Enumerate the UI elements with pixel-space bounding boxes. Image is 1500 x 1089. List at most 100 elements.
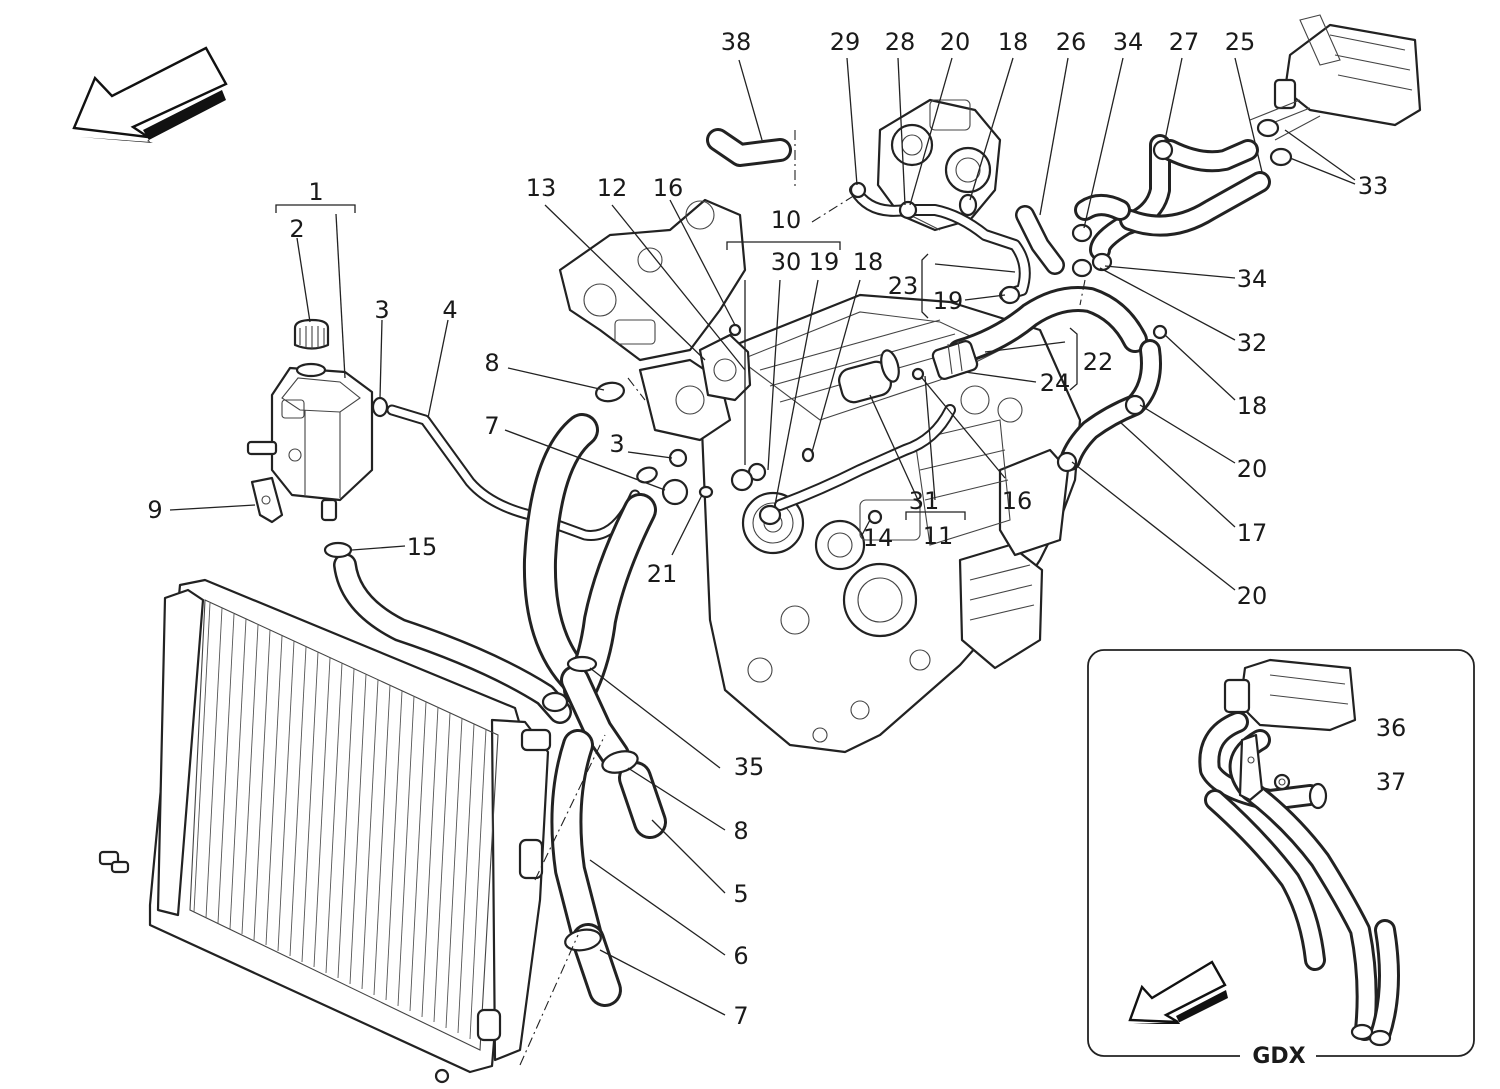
callout-18-right: 18 bbox=[1237, 392, 1268, 420]
hose-clamps bbox=[323, 118, 1293, 952]
clamp-8-upper bbox=[595, 381, 625, 403]
assembly-centerlines bbox=[519, 130, 1086, 1066]
clamp-27 bbox=[1152, 139, 1174, 161]
gdx-inset-title: GDX bbox=[1252, 1044, 1305, 1069]
engine-block bbox=[698, 293, 1082, 754]
hose-35 bbox=[560, 493, 657, 770]
bolt-16-left bbox=[728, 323, 742, 337]
expansion-tank bbox=[246, 366, 374, 522]
callout-20-bottom: 20 bbox=[1237, 582, 1268, 610]
callout-8-lower: 8 bbox=[733, 817, 748, 845]
thermostat-housing bbox=[698, 333, 752, 402]
callout-11: 11 bbox=[923, 522, 954, 550]
callout-8-upper: 8 bbox=[484, 349, 499, 377]
hose-22 bbox=[947, 286, 1148, 365]
gdx-hose-outlet bbox=[1308, 782, 1328, 810]
callout-1: 1 bbox=[308, 178, 323, 206]
clamp-13 bbox=[730, 468, 754, 492]
callout-9: 9 bbox=[147, 496, 162, 524]
callout-20-top: 20 bbox=[940, 28, 971, 56]
gdx-heater-unit bbox=[1223, 658, 1357, 732]
bolt-16-right bbox=[911, 367, 925, 381]
callout-19-center: 19 bbox=[809, 248, 840, 276]
callout-18-top: 18 bbox=[998, 28, 1029, 56]
clamp-18-upper bbox=[958, 193, 978, 217]
hose-6 bbox=[550, 729, 622, 1007]
clamp-15 bbox=[323, 541, 353, 559]
callout-7-lower: 7 bbox=[733, 1002, 748, 1030]
callout-34-top: 34 bbox=[1113, 28, 1144, 56]
clamp-29 bbox=[849, 181, 867, 199]
gdx-bracket-36 bbox=[1238, 733, 1264, 802]
callout-3-upper: 3 bbox=[374, 296, 389, 324]
expansion-tank-cap bbox=[293, 318, 330, 378]
radiator bbox=[98, 578, 552, 1084]
callout-36: 36 bbox=[1376, 714, 1407, 742]
callout-13: 13 bbox=[526, 174, 557, 202]
clamp-3-lower bbox=[668, 448, 688, 468]
callout-34-right: 34 bbox=[1237, 265, 1268, 293]
front-direction-arrow-icon bbox=[72, 46, 228, 143]
clamp-34-upper bbox=[1071, 223, 1093, 243]
bolt-14 bbox=[867, 509, 883, 525]
clamp-20-middle bbox=[1124, 394, 1146, 416]
callout-26: 26 bbox=[1056, 28, 1087, 56]
callout-15: 15 bbox=[407, 533, 438, 561]
callout-24: 24 bbox=[1040, 369, 1071, 397]
coupling-24 bbox=[931, 340, 979, 380]
gdx-hose-end-right bbox=[1368, 1029, 1392, 1047]
callout-12: 12 bbox=[597, 174, 628, 202]
hose-11 bbox=[774, 404, 956, 511]
clamp-8-lower bbox=[601, 750, 639, 774]
clamp-7-lower bbox=[564, 928, 602, 952]
fitting-7-upper bbox=[636, 466, 658, 484]
hose-15 bbox=[333, 553, 572, 724]
hose-17 bbox=[1059, 339, 1162, 471]
callout-2: 2 bbox=[289, 215, 304, 243]
clamp-35 bbox=[566, 655, 598, 673]
clamp-20-upper bbox=[898, 200, 918, 220]
clamp-32 bbox=[1091, 252, 1113, 272]
tank-bracket-9 bbox=[250, 476, 284, 524]
clamp-3-upper bbox=[371, 396, 389, 418]
callout-28: 28 bbox=[885, 28, 916, 56]
callout-30: 30 bbox=[771, 248, 802, 276]
hose-10 bbox=[849, 184, 1031, 301]
callout-33: 33 bbox=[1358, 172, 1389, 200]
hose-upper-radiator bbox=[522, 413, 599, 697]
callout-18-center: 18 bbox=[853, 248, 884, 276]
clamp-19-lower bbox=[758, 504, 782, 526]
callout-4: 4 bbox=[442, 296, 457, 324]
clamp-7-upper bbox=[661, 478, 689, 506]
callout-32: 32 bbox=[1237, 329, 1268, 357]
clamp-lower-tank-hose bbox=[541, 691, 569, 713]
gdx-hose-end-left bbox=[1350, 1023, 1374, 1041]
callout-19-bracket: 19 bbox=[933, 287, 964, 315]
gdx-nut-37 bbox=[1273, 773, 1291, 791]
callout-38: 38 bbox=[721, 28, 752, 56]
callout-29: 29 bbox=[830, 28, 861, 56]
clamp-33-upper bbox=[1256, 118, 1280, 138]
clamp-34-lower bbox=[1071, 258, 1093, 278]
callout-23: 23 bbox=[888, 272, 919, 300]
callout-6: 6 bbox=[733, 942, 748, 970]
callout-16-left: 16 bbox=[653, 174, 684, 202]
callout-10: 10 bbox=[771, 206, 802, 234]
callout-17: 17 bbox=[1237, 519, 1268, 547]
hose-38 bbox=[706, 128, 792, 167]
callout-labels: 1 2 3 3 4 5 6 7 7 8 8 9 10 11 12 13 14 1… bbox=[147, 28, 1406, 1069]
callout-27: 27 bbox=[1169, 28, 1200, 56]
gdx-direction-arrow-icon bbox=[1128, 960, 1228, 1024]
clamp-20-lower bbox=[1056, 451, 1078, 473]
callout-22: 22 bbox=[1083, 348, 1114, 376]
hose-5 bbox=[618, 761, 667, 839]
water-pump-housing bbox=[558, 198, 747, 442]
hose-25 bbox=[1089, 134, 1271, 261]
callout-leader-lines bbox=[169, 57, 1356, 1016]
callout-21: 21 bbox=[647, 560, 678, 588]
callout-20-right: 20 bbox=[1237, 455, 1268, 483]
valve-31 bbox=[838, 349, 900, 404]
hose-27 bbox=[1074, 194, 1131, 221]
heater-core-unit bbox=[1249, 14, 1422, 141]
